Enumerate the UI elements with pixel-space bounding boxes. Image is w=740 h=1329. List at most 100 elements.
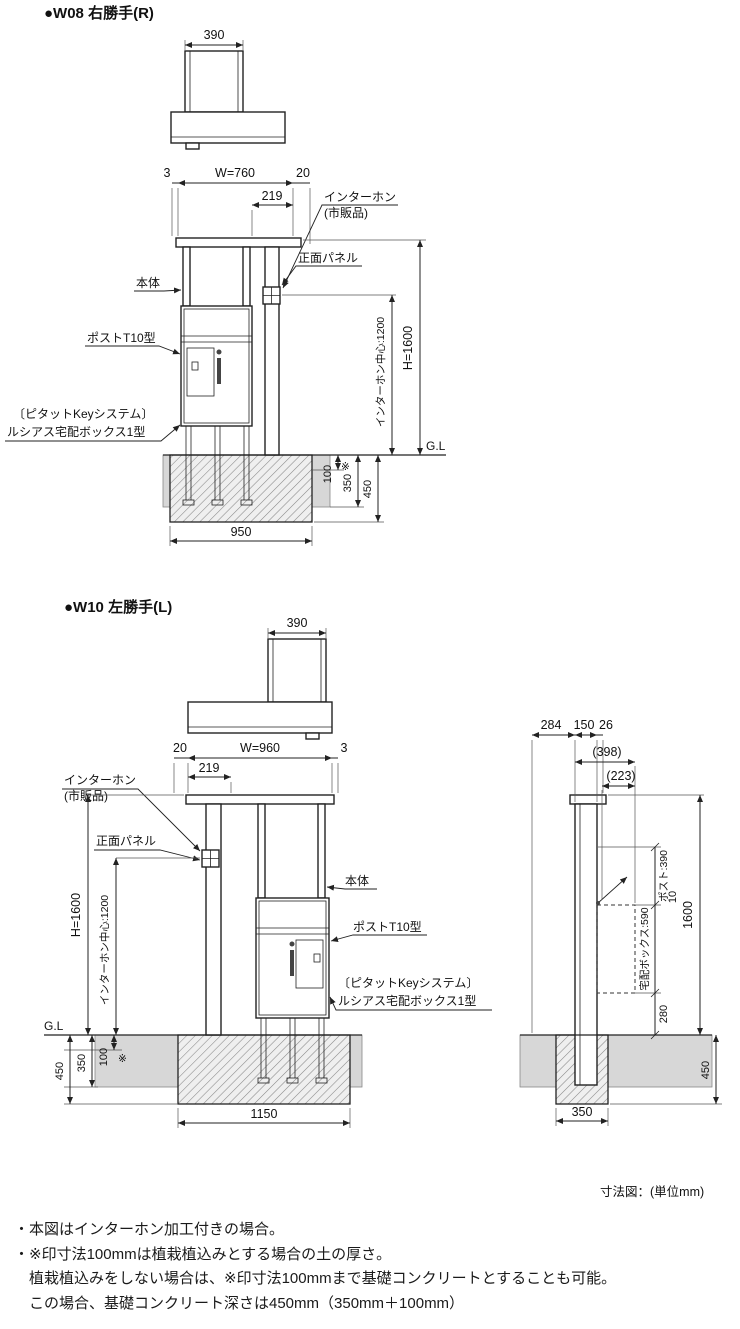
w08-elevation [163,237,446,506]
note-line-2: ・※印寸法100mmは植栽植込みとする場合の土の厚さ。 [14,1245,392,1263]
side-dim-450-label: 450 [700,1061,712,1079]
w08-label-interphone: インターホン [324,190,396,204]
side-dim-1600-label: 1600 [681,901,695,929]
side-top-cap [569,794,607,805]
side-dim-223-label: (223) [606,769,635,783]
side-dim-284-label: 284 [541,718,562,732]
side-lid-flap [597,876,628,904]
side-height-dimension: 1600 [608,794,704,1035]
w10-dim-offset-label: 219 [199,761,220,775]
w10-dim-right-label: 3 [341,741,348,755]
w08-footing [169,454,313,523]
w10-front-panel-strip [205,803,222,1036]
w08-label-post: ポストT10型 [87,331,156,345]
side-post [574,803,598,1086]
w10-plan-width-label: 390 [287,616,308,630]
w10-ground [94,1034,363,1105]
side-dim-280-label: 280 [658,1005,670,1023]
w10-dim-450-label: 450 [54,1062,66,1080]
w08-depth-dimensions: 100 ※ 350 450 950 [169,455,384,546]
note-line-4: この場合、基礎コンクリート深さは450mm（350mm＋100mm） [29,1294,465,1312]
w10-dim-left-label: 20 [173,741,187,755]
w10-dim-100-label: 100 [98,1048,110,1066]
side-dim-box-label: 宅配ボックス:590 [638,907,651,990]
w08-dim-width-label: W=760 [215,166,255,180]
side-soil-band [519,1034,713,1088]
w08-postbox-door [186,347,215,397]
w10-plan-base [187,701,333,734]
notes: ・本図はインターホン加工付きの場合。 ・※印寸法100mmは植栽植込みとする場合… [0,1205,740,1315]
w08-dim-height-label: H=1600 [401,326,415,370]
w08-dim-center-label: インターホン中心:1200 [374,317,387,427]
w08-labels: インターホン (市販品) 正面パネル 本体 ポストT10型 〔ピタットKeyシス… [5,190,398,442]
w10-postbox-door [295,939,324,989]
w10-depth-dimensions: 100 ※ 350 450 1150 [54,1035,351,1128]
w08-section: ●W08 右勝手(R) 390 [5,4,446,546]
w10-dim-width-label: W=960 [240,741,280,755]
w10-dim-center-label: インターホン中心:1200 [98,895,111,1005]
w08-label-interphone2: (市販品) [324,205,368,220]
w08-gl-label: G.L [426,439,446,453]
w08-dim-350-label: 350 [342,474,354,492]
w08-dim-offset-label: 219 [262,189,283,203]
w10-plan-view: 390 [187,616,333,740]
w08-mark-label: ※ [341,461,350,473]
w10-mark-label: ※ [118,1053,127,1065]
side-dim-26-label: 26 [599,718,613,732]
w10-door-knob [289,941,295,947]
w10-dim-350-label: 350 [76,1054,88,1072]
w10-gl-label: G.L [44,1019,64,1033]
side-chain-dimensions: ポスト:390 宅配ボックス:590 280 10 [598,842,679,1040]
w08-plan-postbox [184,50,244,113]
w08-plan-base [170,111,286,144]
side-view: 284 150 26 (398) (223) ポスト:390 宅配ボックス:59… [519,718,722,1126]
w10-dim-height-label: H=1600 [69,893,83,937]
w08-label-body: 本体 [136,276,160,290]
w10-top-dimensions: 20 W=960 3 219 [173,741,348,793]
w08-plan-width-label: 390 [204,28,225,42]
w10-dim-footing-label: 1150 [251,1107,278,1121]
side-dim-footing-label: 350 [572,1105,593,1119]
w10-section: ●W10 左勝手(L) 390 [44,598,492,1128]
w08-plan-view: 390 [170,28,286,150]
side-dim-150-label: 150 [574,718,595,732]
side-dim-post-label: ポスト:390 [658,850,670,902]
w08-top-dimensions: 3 W=760 20 219 [164,166,311,244]
w08-label-front-panel: 正面パネル [298,251,358,265]
w10-top-cap [185,794,335,805]
w08-dim-100-label: 100 [322,465,334,483]
w10-left-dimensions: H=1600 インターホン中心:1200 G.L [44,794,200,1035]
w10-label-interphone2: (市販品) [64,788,108,803]
w08-ground [162,454,331,523]
w08-top-cap [175,237,302,248]
side-footing-dimensions: 450 350 [555,1035,722,1126]
w10-label-post: ポストT10型 [353,920,422,934]
w08-dim-right-label: 20 [296,166,310,180]
w08-label-key1: 〔ピタットKeyシステム〕 [13,407,153,421]
w08-dim-left-label: 3 [164,166,171,180]
side-dim-10-label: 10 [667,891,679,903]
w08-postbox-body [180,305,253,427]
w08-right-dimensions: H=1600 インターホン中心:1200 G.L [282,239,446,455]
w08-label-key2: ルシアス宅配ボックス1型 [7,424,145,439]
side-dim-398-label: (398) [592,745,621,759]
unit-note: 寸法図：(単位mm) [600,1184,704,1199]
w10-elevation [44,794,362,1084]
w08-door-handle [217,358,221,384]
w08-door-knob [216,349,222,355]
w10-door-handle [290,950,294,976]
w10-plan-postbox [267,638,327,703]
w10-footing [177,1034,351,1105]
w08-title: ●W08 右勝手(R) [44,4,154,22]
side-top-dimensions: 284 150 26 (398) (223) [531,718,636,1033]
w08-dim-450-label: 450 [362,480,374,498]
w10-label-key2: ルシアス宅配ボックス1型 [338,993,476,1008]
w10-title: ●W10 左勝手(L) [64,598,172,616]
note-line-1: ・本図はインターホン加工付きの場合。 [14,1221,285,1238]
w10-label-key1: 〔ピタットKeyシステム〕 [338,976,478,990]
side-postbox-body [596,904,636,994]
w08-front-panel-strip [264,246,280,456]
dimension-diagram: ●W08 右勝手(R) 390 [5,4,722,1199]
w08-dim-footing-label: 950 [231,525,252,539]
w10-label-body: 本体 [345,874,369,888]
